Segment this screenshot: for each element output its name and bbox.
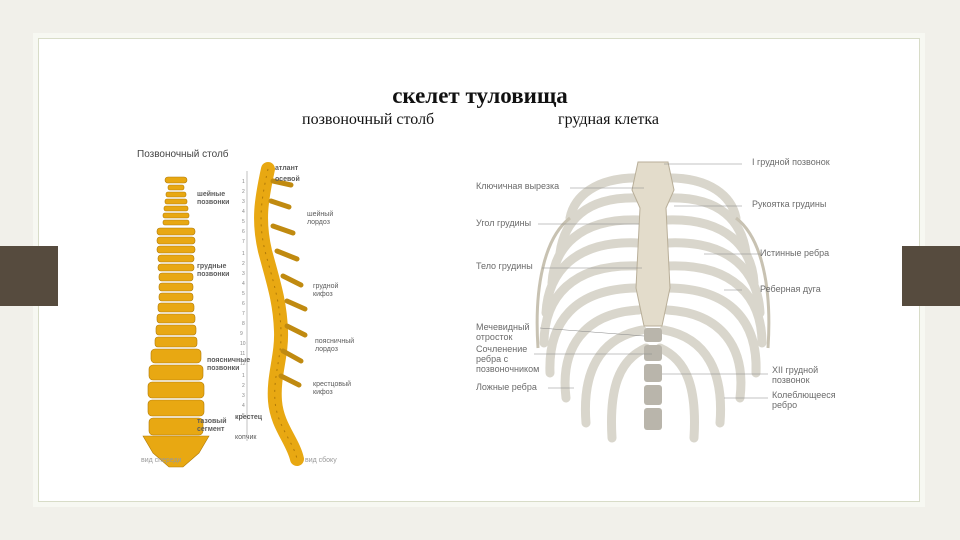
vertebra-number: 6 [242,229,245,235]
subtitle-spine: позвоночный столб [302,111,434,129]
vertebra-number: 6 [242,301,245,307]
label-floating-ribs: Колеблющееся ребро [772,391,836,411]
label-view-side: вид сбоку [305,457,337,465]
vertebra-number: 5 [242,413,245,419]
label-atlas: атлант [275,165,298,173]
vertebra-number: 4 [242,281,245,287]
vertebra-number: 3 [242,199,245,205]
label-thoracic: грудные позвонки [197,263,239,278]
label-rib-joint: Сочленение ребра с позвоночником [476,345,540,375]
vertebra-number: 9 [240,331,243,337]
label-xiphoid: Мечевидный отросток [476,323,538,343]
label-sternal-angle: Угол грудины [476,219,531,229]
vertebra-number: 2 [242,383,245,389]
vertebra-number: 1 [242,251,245,257]
vertebra-number: 5 [242,219,245,225]
label-clavicular-notch: Ключичная вырезка [476,182,559,192]
label-manubrium: Рукоятка грудины [752,200,826,210]
label-thoracic-vertebra: I грудной позвонок [752,158,830,168]
label-costal-arch: Реберная дуга [760,285,821,295]
vertebra-number: 4 [242,209,245,215]
vertebra-number: 1 [242,179,245,185]
vertebra-number: 3 [242,271,245,277]
label-xii-vertebra: XII грудной позвонок [772,366,836,386]
vertebra-number: 3 [242,393,245,399]
vertebra-number: 8 [242,321,245,327]
vertebra-number: 11 [240,351,245,357]
left-edge-tab [0,246,58,306]
label-coccyx: копчик [235,434,256,442]
label-sacral-curve: крестцовый кифоз [313,381,351,396]
vertebra-number: 2 [242,189,245,195]
label-view-front: вид спереди [141,457,181,465]
vertebra-number: 7 [242,239,245,245]
label-axis: осевой [275,176,300,184]
label-lumbar-curve: поясничный лордоз [315,338,349,353]
vertebra-number: 1 [242,373,245,379]
label-sternum-body: Тело грудины [476,262,533,272]
vertebra-number: 10 [240,341,246,347]
label-pelvic: тазовый сегмент [197,418,239,433]
label-sacrum: крестец [235,414,262,422]
label-cervical-curve: шейный лордоз [307,211,349,226]
spine-illustration: Позвоночный столб атлант осевой шейные п… [135,141,351,469]
slide-title: скелет туловища [0,83,960,109]
vertebra-number: 5 [242,291,245,297]
vertebra-number: 12 [240,361,246,367]
subtitle-chest: грудная клетка [558,111,659,129]
label-thoracic-curve: грудной кифоз [313,283,349,298]
ribcage-illustration: I грудной позвонок Ключичная вырезка Рук… [474,148,838,450]
vertebra-number: 7 [242,311,245,317]
vertebra-number: 4 [242,403,245,409]
right-edge-tab [902,246,960,306]
label-true-ribs: Истинные ребра [760,249,829,259]
spine-heading: Позвоночный столб [137,149,229,160]
label-false-ribs: Ложные ребра [476,383,537,393]
label-cervical: шейные позвонки [197,191,239,206]
vertebra-number: 2 [242,261,245,267]
